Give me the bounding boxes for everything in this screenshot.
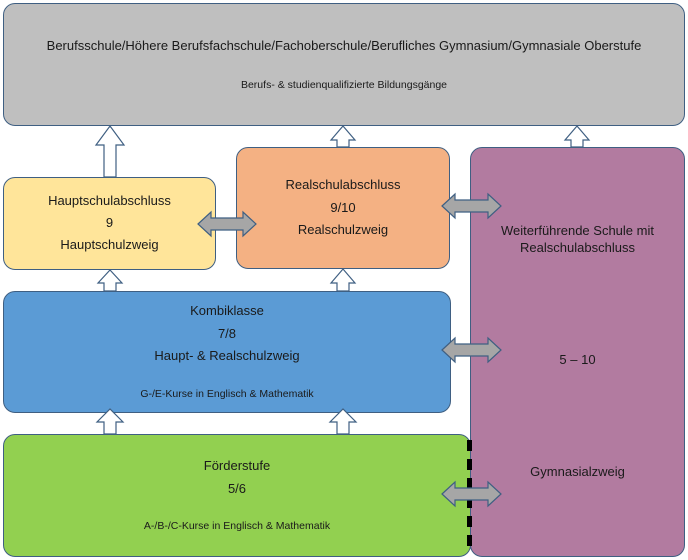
up-arrow-kombi-to-haupt [96, 269, 124, 292]
foerderstufe-title: Förderstufe [203, 458, 271, 473]
foerderstufe-grade: 5/6 [227, 481, 247, 496]
up-arrow-haupt-to-top [94, 124, 126, 178]
up-arrow-foerder-to-kombi-right [328, 408, 358, 435]
up-arrow-real-to-top [329, 125, 357, 148]
upper-secondary-box: Berufsschule/Höhere Berufsfachschule/Fac… [3, 3, 685, 126]
kombiklasse-box: Kombiklasse 7/8 Haupt- & Realschulzweig … [3, 291, 451, 413]
weiterfuehrend-title-line2: Realschulabschluss [520, 240, 635, 255]
up-arrow-weiter-to-top [563, 125, 591, 148]
weiterfuehrend-branch: Gymnasialzweig [530, 464, 625, 479]
upper-secondary-subtitle: Berufs- & studienqualifizierte Bildungsg… [240, 79, 448, 91]
kombiklasse-title: Kombiklasse [190, 303, 264, 318]
up-arrow-foerder-to-kombi-left [95, 408, 125, 435]
kombiklasse-grade: 7/8 [217, 326, 237, 341]
kombiklasse-courses: G-/E-Kurse in Englisch & Mathematik [140, 388, 314, 400]
realschul-branch: Realschulzweig [297, 222, 389, 237]
realschul-grade: 9/10 [330, 200, 356, 215]
weiterfuehrend-title-line1: Weiterführende Schule mit [501, 223, 654, 238]
double-arrow-real-weiter [441, 192, 502, 220]
hauptschul-title: Hauptschulabschluss [48, 193, 171, 208]
kombiklasse-branch: Haupt- & Realschulzweig [154, 348, 300, 363]
double-arrow-foerder-weiter [441, 480, 502, 508]
double-arrow-haupt-real [197, 210, 257, 238]
weiterfuehrende-schule-box: Weiterführende Schule mit Realschulabsch… [470, 147, 685, 557]
up-arrow-kombi-to-real [329, 268, 357, 292]
weiterfuehrend-grades: 5 – 10 [559, 352, 596, 367]
realschul-title: Realschulabschluss [285, 177, 401, 192]
hauptschul-branch: Hauptschulzweig [60, 237, 159, 252]
foerderstufe-courses: A-/B-/C-Kurse in Englisch & Mathematik [143, 520, 331, 532]
upper-secondary-title: Berufsschule/Höhere Berufsfachschule/Fac… [46, 38, 642, 53]
double-arrow-kombi-weiter [441, 336, 502, 364]
hauptschul-grade: 9 [105, 215, 114, 230]
realschul-box: Realschulabschluss 9/10 Realschulzweig [236, 147, 450, 269]
